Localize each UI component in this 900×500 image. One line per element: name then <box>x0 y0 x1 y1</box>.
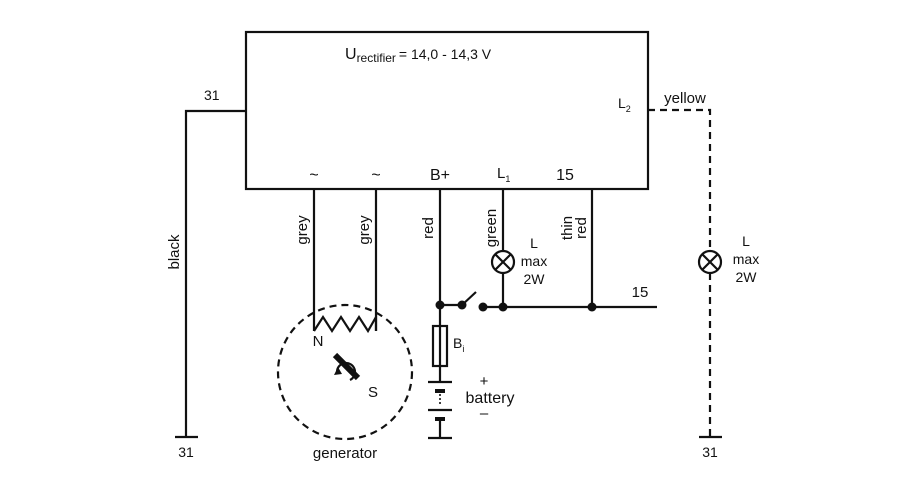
rotor-magnet-icon <box>332 352 361 381</box>
battery-plus-label: + <box>480 373 489 390</box>
wire-label-black: black <box>166 234 183 270</box>
generator-housing <box>276 303 414 441</box>
line-15-label: 15 <box>632 284 649 301</box>
lamp-right-max-label: max <box>733 251 759 267</box>
ignition-switch-lever <box>461 291 477 306</box>
lamp-right-power-label: 2W <box>736 269 758 285</box>
terminal-l2-label: L2 <box>618 95 631 114</box>
ground-label-right: 31 <box>702 444 718 460</box>
wire-label-thin-red: red <box>573 217 590 239</box>
battery-minus-label: – <box>480 405 489 422</box>
lamp-left-l-label: L <box>530 235 538 251</box>
battery-symbol <box>428 366 452 440</box>
wire-label-green: green <box>483 209 500 247</box>
generator-north-label: N <box>313 333 324 350</box>
terminal-ac2-label: ~ <box>371 167 380 184</box>
ground-label-left: 31 <box>178 444 194 460</box>
terminal-bplus-label: B+ <box>430 167 450 184</box>
battery-label: battery <box>466 390 515 407</box>
generator-winding <box>313 312 378 334</box>
wire-label-grey-1: grey <box>294 215 311 245</box>
rectifier-voltage-label: Urectifier= 14,0 - 14,3 V <box>345 46 492 65</box>
indicator-lamp-icon <box>697 249 723 275</box>
lamp-right-l-label: L <box>742 233 750 249</box>
charge-lamp-icon <box>490 249 516 275</box>
wire-label-grey-2: grey <box>356 215 373 245</box>
terminal-l1-label: L1 <box>497 165 510 184</box>
ground-wire-left <box>184 109 246 437</box>
lamp-left-power-label: 2W <box>524 271 546 287</box>
wire-label-yellow: yellow <box>664 90 706 107</box>
generator-south-label: S <box>368 384 378 401</box>
yellow-wire <box>648 108 712 251</box>
wire-label-red: red <box>420 217 437 239</box>
terminal-31-label: 31 <box>204 87 220 103</box>
generator-label: generator <box>313 445 377 462</box>
fuse-label: Bi <box>453 335 464 354</box>
lamp-left-max-label: max <box>521 253 547 269</box>
wire-label-thin: thin <box>559 216 576 240</box>
terminal-ac1-label: ~ <box>309 167 318 184</box>
terminal-15-label: 15 <box>556 167 574 184</box>
